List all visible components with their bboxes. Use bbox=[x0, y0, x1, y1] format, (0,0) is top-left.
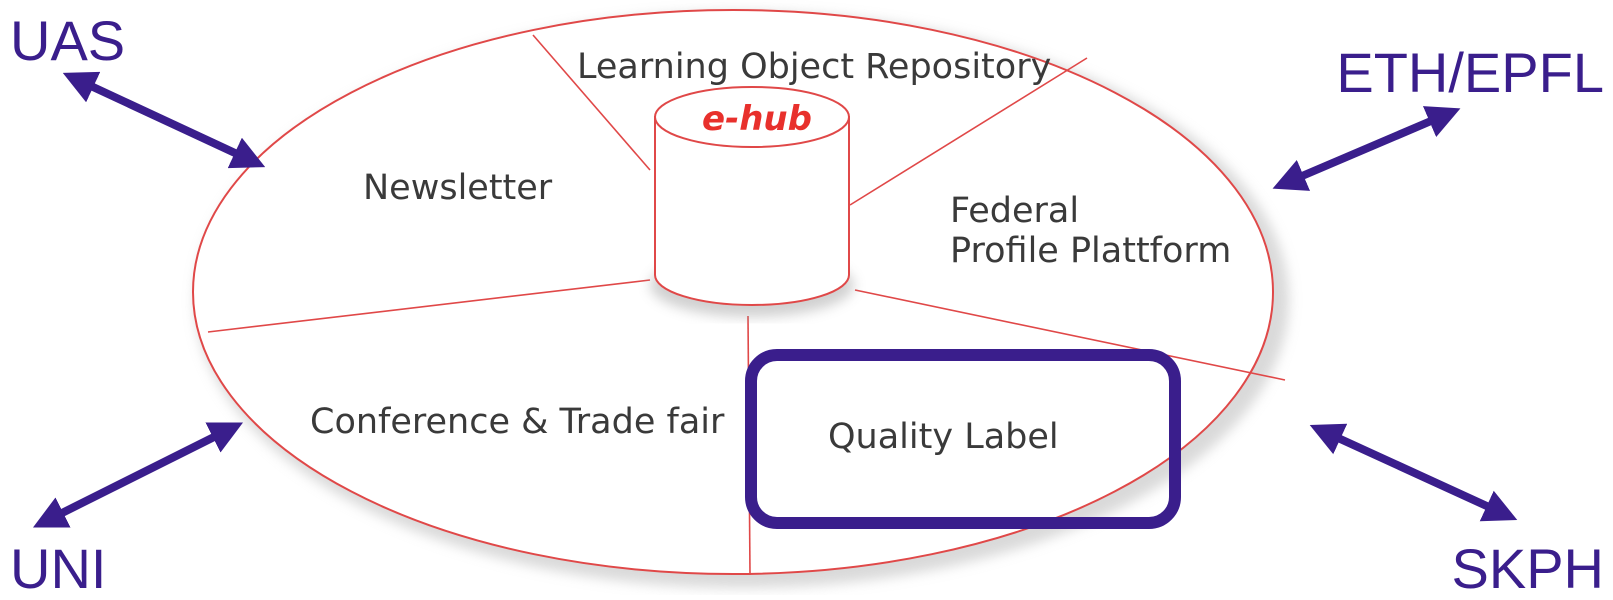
arrow-eth-epfl bbox=[1272, 106, 1461, 191]
segment-conference-trade-fair: Conference & Trade fair bbox=[310, 402, 725, 442]
arrow-uni bbox=[32, 422, 244, 528]
segment-newsletter: Newsletter bbox=[363, 168, 553, 208]
segment-quality-label: Quality Label bbox=[828, 417, 1059, 457]
divider-left bbox=[207, 279, 651, 333]
partner-eth-epfl: ETH/EPFL bbox=[1336, 41, 1604, 104]
cylinder-top bbox=[654, 86, 850, 148]
divider-top-left bbox=[532, 34, 651, 171]
segment-dividers bbox=[207, 34, 1286, 576]
partner-arrows bbox=[32, 71, 1518, 528]
segment-federal-profile-line1: Federal bbox=[950, 191, 1079, 231]
segment-learning-object-repository: Learning Object Repository bbox=[577, 47, 1051, 87]
arrow-skph bbox=[1309, 423, 1518, 522]
arrow-uas bbox=[62, 71, 266, 169]
cylinder-body bbox=[654, 116, 850, 306]
database-cylinder-icon bbox=[650, 86, 854, 317]
quality-label-highlight-box bbox=[745, 349, 1181, 529]
divider-top-right bbox=[849, 57, 1088, 206]
segment-federal-profile-line2: Profile Plattform bbox=[950, 231, 1231, 271]
partner-uas: UAS bbox=[10, 9, 125, 72]
divider-right bbox=[854, 289, 1286, 381]
partner-skph: SKPH bbox=[1452, 537, 1605, 595]
hub-label: e-hub bbox=[702, 99, 812, 139]
partner-uni: UNI bbox=[10, 537, 106, 595]
